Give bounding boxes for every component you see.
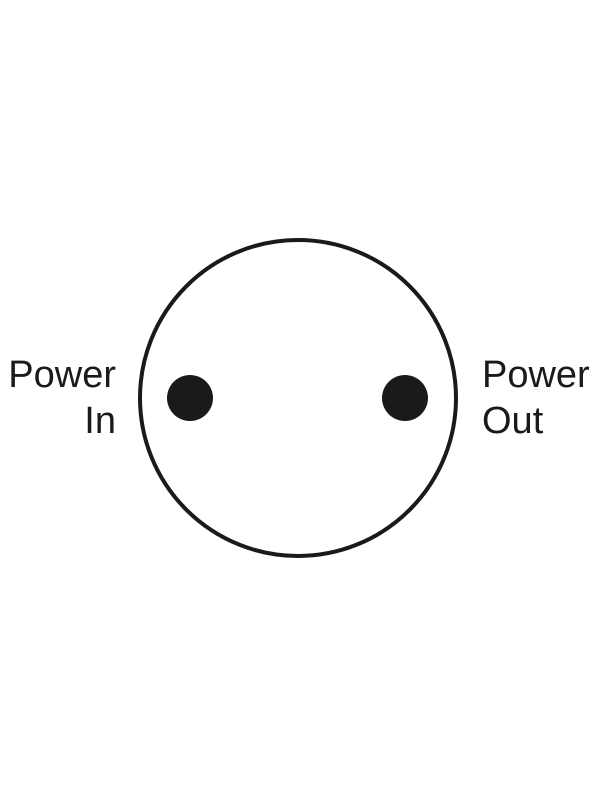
power-out-label-line1: Power <box>482 354 590 396</box>
power-out-label-line2: Out <box>482 400 544 442</box>
power-out-label: Power Out <box>482 352 590 444</box>
connector-outline <box>138 238 458 558</box>
power-out-terminal <box>382 375 428 421</box>
power-in-label-line2: In <box>84 400 116 442</box>
power-in-label-line1: Power <box>8 354 116 396</box>
power-in-terminal <box>167 375 213 421</box>
power-in-label: Power In <box>8 352 116 444</box>
